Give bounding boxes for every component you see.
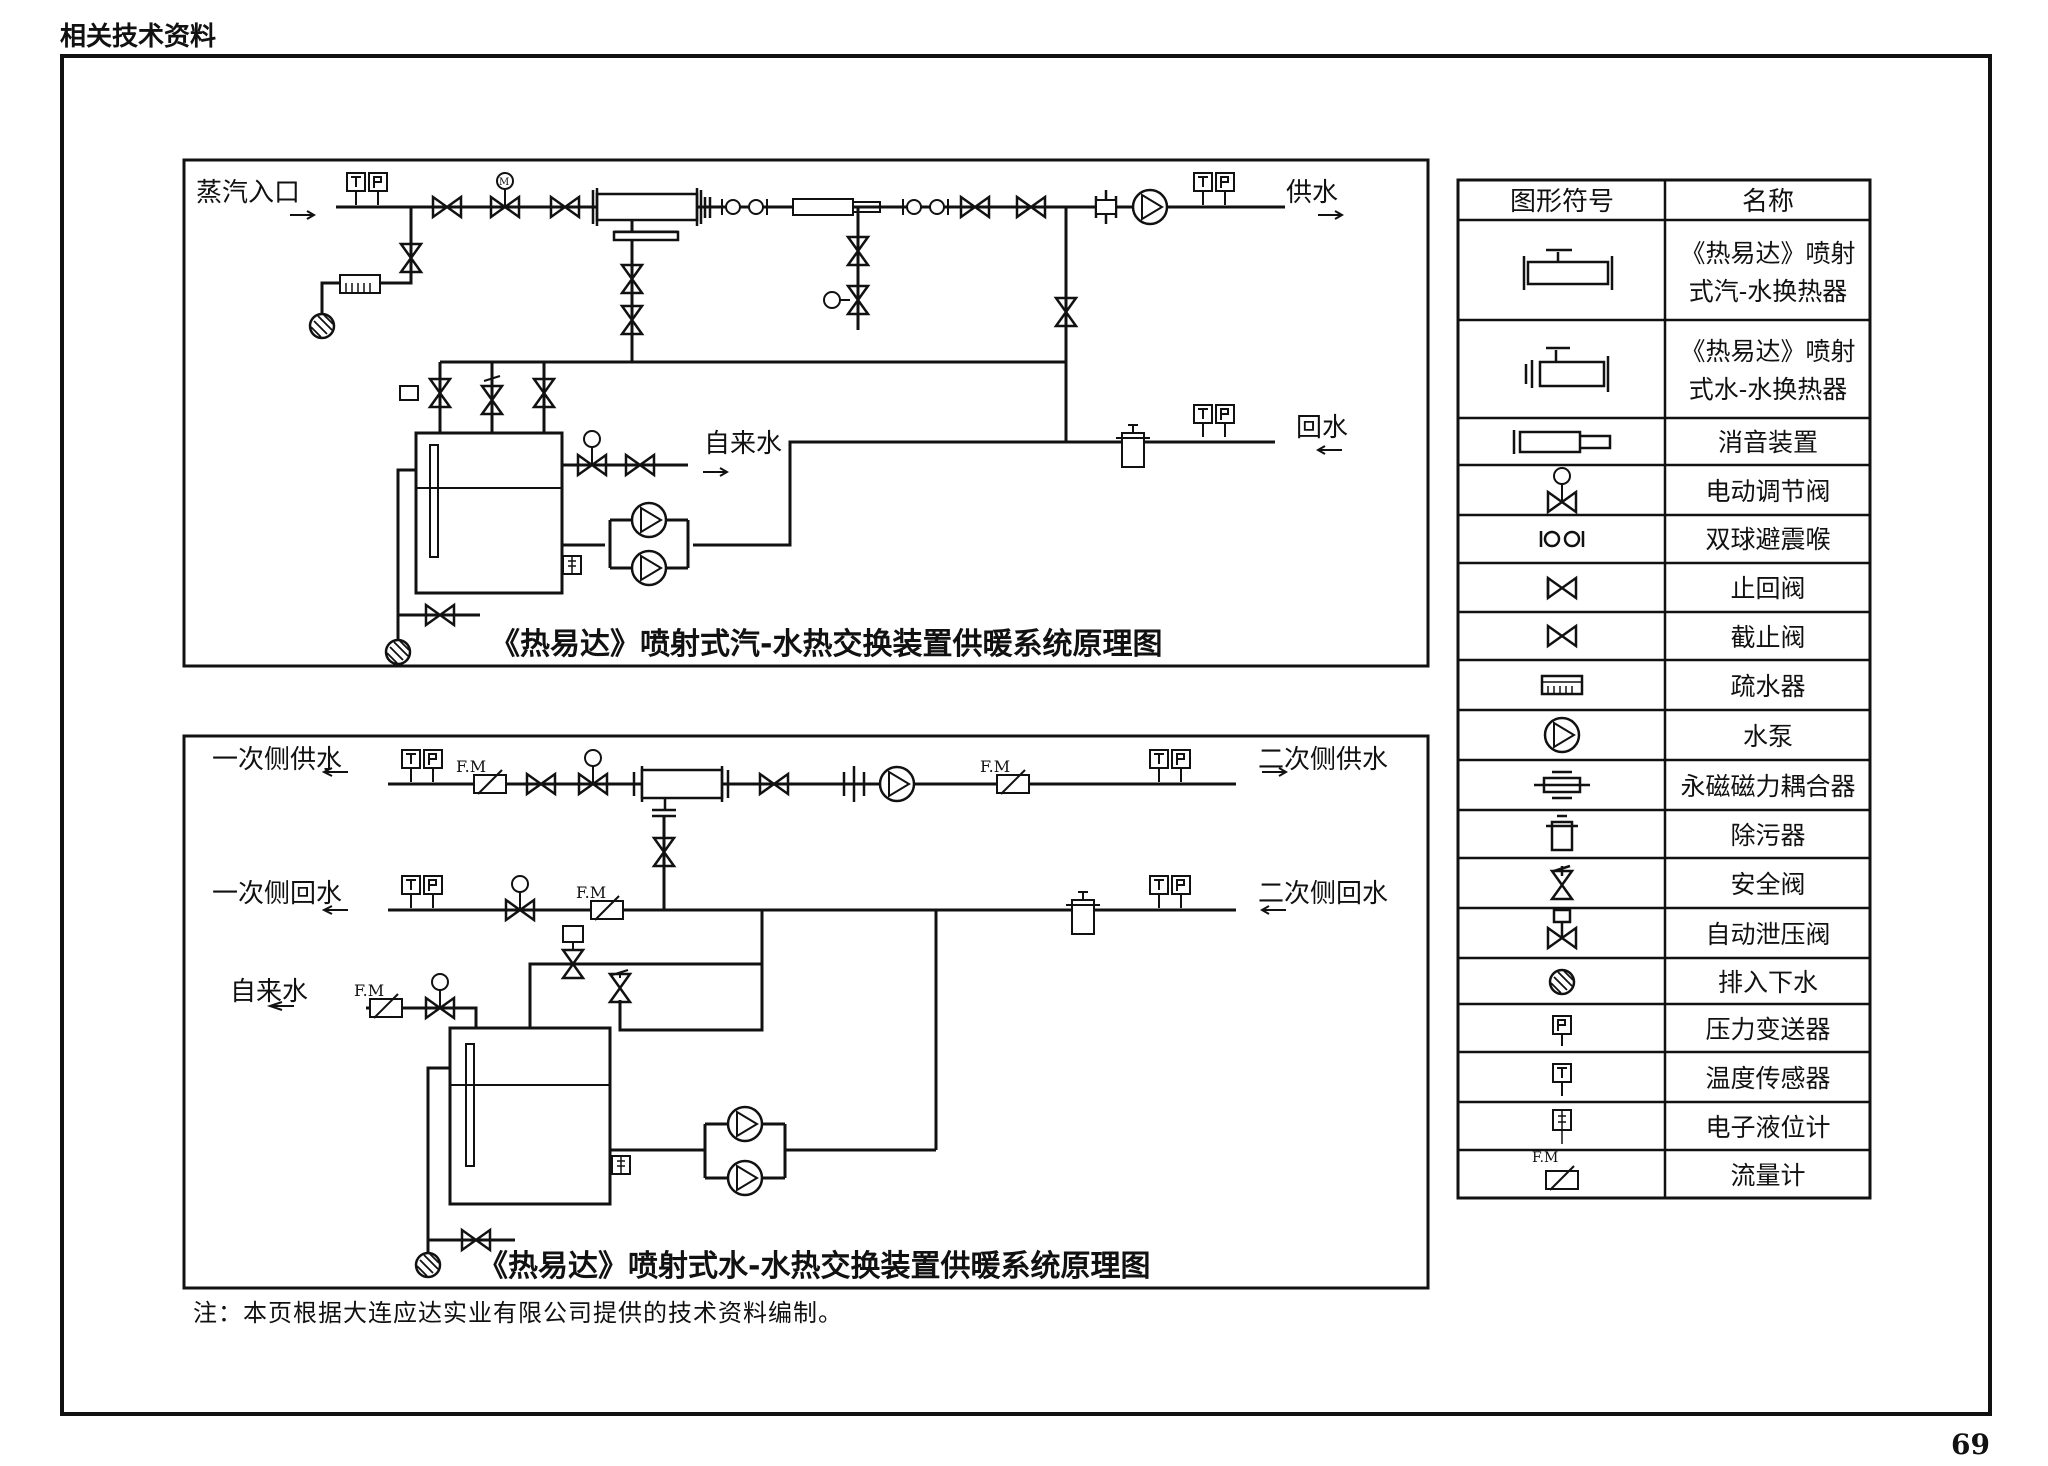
legend-row-14: 排入下水 bbox=[1718, 968, 1818, 997]
flowmeter-icon bbox=[1544, 1164, 1580, 1192]
double-ball-joint-icon bbox=[1539, 530, 1585, 548]
d1-tank bbox=[414, 431, 564, 595]
legend-header-name: 名称 bbox=[1742, 187, 1794, 217]
level-gauge-icon bbox=[1552, 1109, 1572, 1144]
d2-exchanger bbox=[640, 768, 724, 800]
legend-row-3: 消音装置 bbox=[1718, 428, 1818, 457]
secondary-supply-label: 二次侧供水 bbox=[1258, 745, 1388, 775]
pump-icon bbox=[1543, 716, 1581, 754]
steam-trap-icon bbox=[1540, 674, 1584, 696]
tap-water-label: 自来水 bbox=[704, 429, 782, 459]
fm-label-2: F.M bbox=[980, 757, 1010, 776]
fm-label-4: F.M bbox=[354, 981, 384, 1000]
temperature-sensor-icon bbox=[1552, 1063, 1572, 1096]
legend-row-12: 安全阀 bbox=[1730, 870, 1805, 899]
legend-row-2-line2: 式水-水换热器 bbox=[1689, 375, 1847, 404]
legend-row-8: 疏水器 bbox=[1730, 672, 1805, 701]
legend-row-4: 电动调节阀 bbox=[1705, 477, 1830, 506]
safety-valve-icon bbox=[1550, 864, 1574, 901]
legend-row-18: 流量计 bbox=[1730, 1161, 1805, 1190]
d1-motor-label: M bbox=[499, 177, 509, 188]
legend-row-9: 水泵 bbox=[1743, 722, 1793, 751]
primary-supply-label: 一次侧供水 bbox=[212, 745, 342, 775]
d2-tank bbox=[448, 1026, 612, 1206]
d1-exchanger bbox=[595, 192, 699, 222]
fm-label-3: F.M bbox=[576, 883, 606, 902]
motor-valve-icon bbox=[1546, 466, 1578, 514]
legend-row-11: 除污器 bbox=[1730, 821, 1805, 850]
relief-valve-icon bbox=[1546, 908, 1578, 950]
diagram2-frame bbox=[182, 734, 1430, 1290]
steam-water-exchanger-icon bbox=[1522, 248, 1614, 290]
return-label: 回水 bbox=[1296, 413, 1348, 443]
drain-icon bbox=[1548, 968, 1576, 996]
legend-fm-label: F.M bbox=[1532, 1150, 1558, 1166]
legend-row-13: 自动泄压阀 bbox=[1705, 920, 1830, 949]
page-frame bbox=[60, 54, 1992, 1416]
check-valve-icon bbox=[1546, 576, 1578, 600]
stop-valve-icon bbox=[1546, 624, 1578, 648]
legend-row-7: 截止阀 bbox=[1730, 623, 1805, 652]
primary-return-label: 一次侧回水 bbox=[212, 879, 342, 909]
legend-row-2-line1: 《热易达》喷射 bbox=[1680, 337, 1855, 366]
secondary-return-label: 二次侧回水 bbox=[1258, 879, 1388, 909]
legend-row-1-line2: 式汽-水换热器 bbox=[1689, 277, 1847, 306]
legend-row-1-line1: 《热易达》喷射 bbox=[1680, 239, 1855, 268]
legend-row-10: 永磁磁力耦合器 bbox=[1680, 772, 1855, 801]
diagram1-frame bbox=[182, 158, 1430, 668]
fm-label-1: F.M bbox=[456, 757, 486, 776]
legend-row-5: 双球避震喉 bbox=[1705, 525, 1830, 554]
strainer-icon bbox=[1546, 814, 1578, 852]
water-water-exchanger-icon bbox=[1524, 346, 1610, 392]
legend-row-6: 止回阀 bbox=[1730, 574, 1805, 603]
tap-water-label-2: 自来水 bbox=[230, 977, 308, 1007]
legend-row-16: 温度传感器 bbox=[1705, 1064, 1830, 1093]
page-number: 69 bbox=[1951, 1428, 1990, 1461]
silencer-icon bbox=[1512, 430, 1612, 454]
diagram2-caption: 《热易达》喷射式水-水热交换装置供暖系统原理图 bbox=[478, 1249, 1150, 1284]
page-header: 相关技术资料 bbox=[60, 22, 217, 52]
legend-header-symbol: 图形符号 bbox=[1510, 187, 1614, 217]
supply-label: 供水 bbox=[1286, 178, 1338, 208]
diagram1-caption: 《热易达》喷射式汽-水热交换装置供暖系统原理图 bbox=[490, 627, 1162, 662]
footnote: 注：本页根据大连应达实业有限公司提供的技术资料编制。 bbox=[193, 1299, 843, 1327]
magnetic-coupler-icon bbox=[1534, 770, 1590, 800]
legend-row-15: 压力变送器 bbox=[1705, 1015, 1830, 1044]
steam-inlet-label: 蒸汽入口 bbox=[196, 178, 300, 208]
legend-row-17: 电子液位计 bbox=[1705, 1113, 1830, 1142]
pressure-transmitter-icon bbox=[1552, 1015, 1572, 1046]
